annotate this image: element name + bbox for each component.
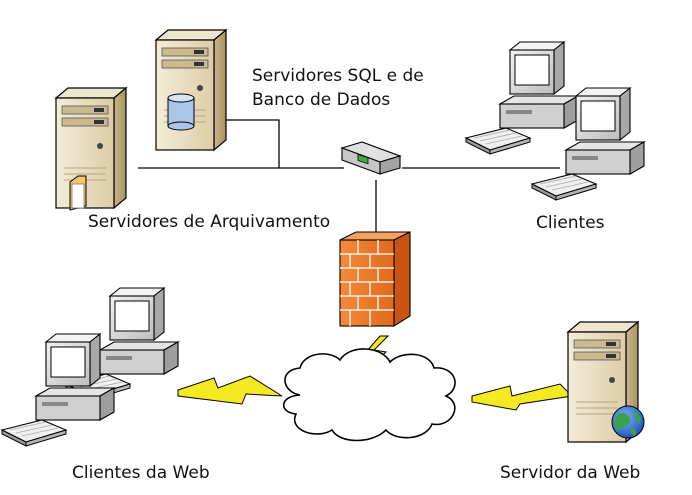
label-file-servers: Servidores de Arquivamento — [88, 212, 331, 232]
database-icon — [167, 93, 195, 131]
label-clients: Clientes — [536, 213, 605, 233]
web-client-workstation-2 — [1, 333, 115, 447]
label-web-server: Servidor da Web — [500, 463, 641, 483]
folder-icon — [69, 175, 87, 211]
lightning-webclients-cloud — [177, 375, 283, 405]
sql-database-server — [155, 29, 227, 151]
router-icon — [340, 141, 402, 175]
lightning-cloud-webserver — [471, 383, 574, 411]
firewall-icon — [339, 231, 411, 327]
label-sql-servers: Servidores SQL e de — [252, 66, 424, 86]
file-server — [55, 87, 127, 211]
web-server — [567, 321, 645, 443]
label-web-clients: Clientes da Web — [72, 463, 210, 483]
globe-icon — [611, 405, 645, 439]
client-workstation-1 — [465, 41, 579, 155]
label-sql-servers-line2: Banco de Dados — [252, 90, 391, 110]
cloud-icon — [282, 348, 456, 442]
